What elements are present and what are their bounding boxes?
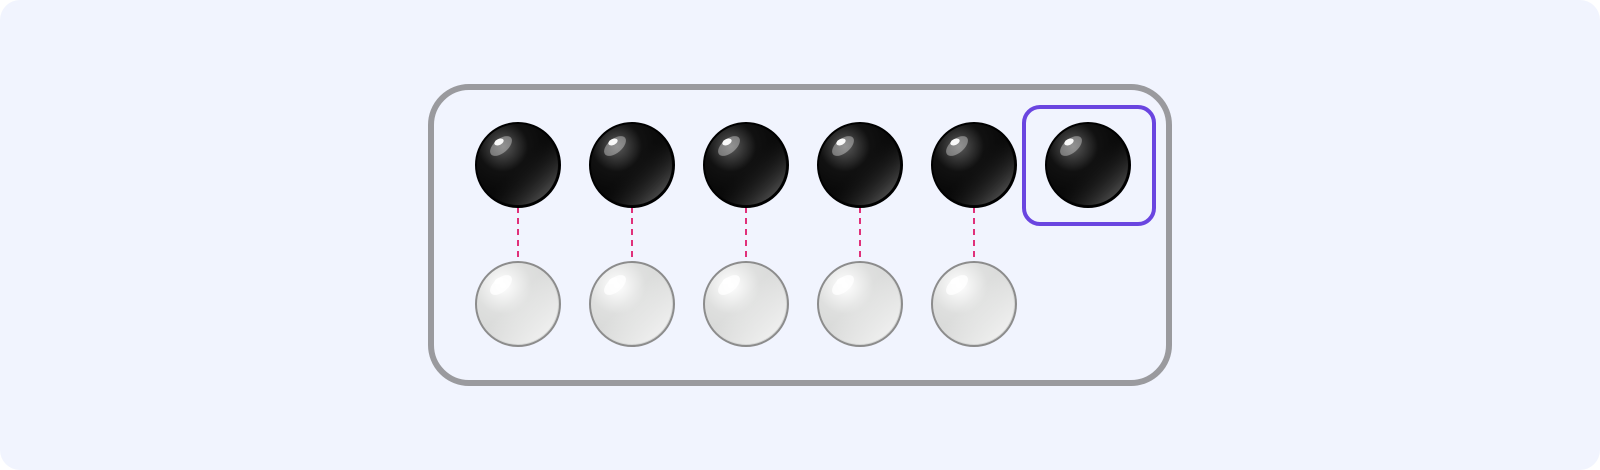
white-counter-2	[589, 261, 675, 347]
white-counter-5	[931, 261, 1017, 347]
white-counter-row	[475, 261, 1017, 347]
black-counter-3	[703, 122, 789, 208]
black-counter-1	[475, 122, 561, 208]
counter-frame	[428, 84, 1172, 386]
black-counter-6	[1045, 122, 1131, 208]
black-counter-row	[475, 122, 1131, 208]
black-counter-5	[931, 122, 1017, 208]
pair-connectors	[517, 207, 975, 262]
unpaired-counter-highlight	[1022, 105, 1156, 226]
black-counter-2	[589, 122, 675, 208]
white-counter-3	[703, 261, 789, 347]
white-counter-4	[817, 261, 903, 347]
black-counter-4	[817, 122, 903, 208]
white-counter-1	[475, 261, 561, 347]
